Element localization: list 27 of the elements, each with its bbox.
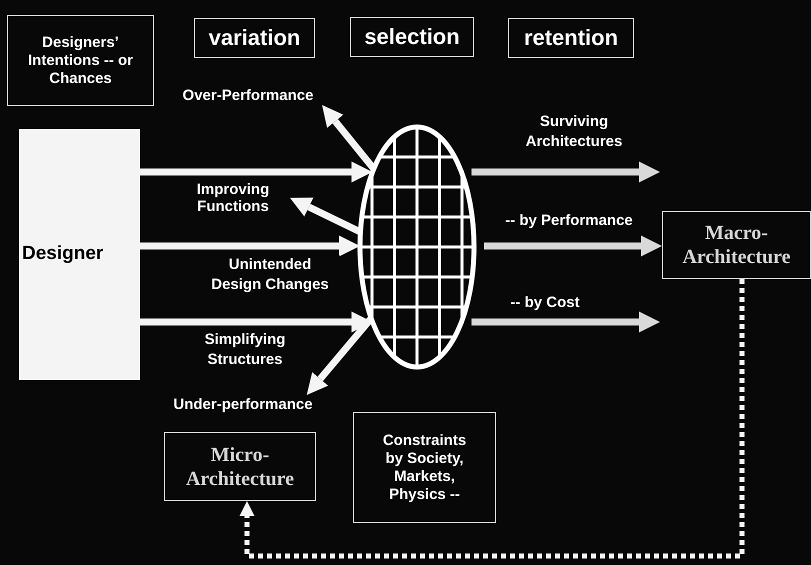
arrow <box>484 236 662 256</box>
box-text: Designer <box>22 243 104 266</box>
arrow <box>472 162 660 182</box>
architecture-box <box>662 211 811 279</box>
box-text: Micro- Architecture <box>184 442 296 490</box>
stage-box <box>350 17 474 57</box>
arrow <box>322 105 376 171</box>
arrow <box>472 312 660 332</box>
stage-box <box>194 18 315 58</box>
sieve-ellipse <box>357 124 477 370</box>
designer-block <box>19 129 140 380</box>
box-text: Constraints by Society, Markets, Physics -- <box>382 432 468 504</box>
outcome-label: Under-performance <box>155 395 331 414</box>
outcome-label: Over-Performance <box>163 86 333 105</box>
architecture-box <box>164 432 316 501</box>
stage-box <box>508 18 634 58</box>
constraints-box <box>353 412 496 523</box>
arrow <box>140 236 360 256</box>
outcome-label: Improving Functions <box>176 179 290 217</box>
box-text: selection <box>364 24 460 50</box>
note-box <box>7 15 154 106</box>
box-text: Designers’ Intentions -- or Chances <box>27 34 134 88</box>
box-text: retention <box>524 24 618 52</box>
box-text: variation <box>208 24 300 52</box>
arrow <box>140 162 372 182</box>
dotted-arrow <box>240 279 744 558</box>
box-text: Macro- Architecture <box>681 221 792 269</box>
